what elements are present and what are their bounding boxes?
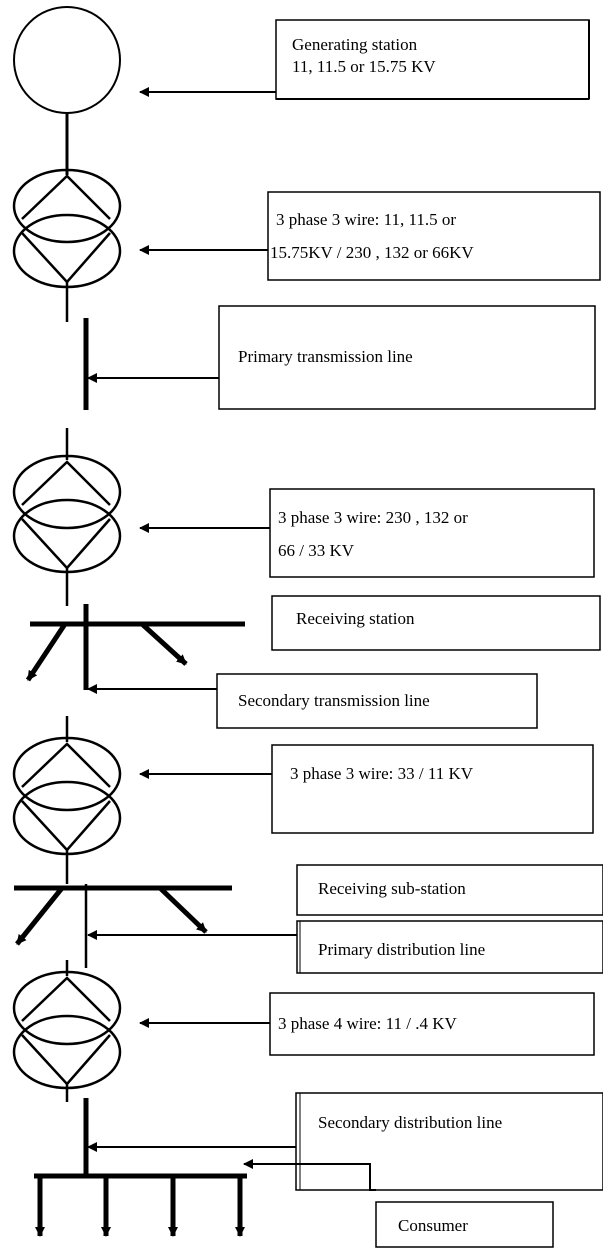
transformer-2-line-1: 3 phase 3 wire: 230 , 132 or (278, 508, 468, 527)
transformer-4-box: 3 phase 4 wire: 11 / .4 KV (269, 992, 595, 1056)
transformer-4-label: 3 phase 4 wire: 11 / .4 KV (278, 1014, 458, 1033)
receiving-substation-box: Receiving sub-station (296, 864, 603, 916)
step-up-transformer-line-1: 3 phase 3 wire: 11, 11.5 or (276, 210, 456, 229)
step-up-transformer-line-2: 15.75KV / 230 , 132 or 66KV (270, 243, 474, 262)
receiving-substation-bus (14, 884, 232, 968)
primary-transmission-box: Primary transmission line (218, 305, 596, 410)
transformer-3-symbol (12, 716, 122, 884)
transformer-2-symbol (12, 428, 122, 606)
consumer-box: Consumer (375, 1201, 554, 1248)
primary-distribution-label: Primary distribution line (318, 940, 485, 959)
step-up-transformer-box: 3 phase 3 wire: 11, 11.5 or 15.75KV / 23… (267, 191, 601, 281)
generating-station-line-2: 11, 11.5 or 15.75 KV (292, 57, 436, 76)
secondary-transmission-label: Secondary transmission line (238, 691, 430, 710)
transformer-4-symbol (12, 960, 122, 1102)
consumer-bus (34, 1173, 247, 1237)
receiving-substation-label: Receiving sub-station (318, 879, 466, 898)
generating-station-line-1: Generating station (292, 35, 418, 54)
secondary-transmission-box: Secondary transmission line (216, 673, 538, 729)
transformer-2-box: 3 phase 3 wire: 230 , 132 or 66 / 33 KV (269, 488, 595, 578)
transformer-1-symbol (12, 168, 122, 322)
transformer-3-label: 3 phase 3 wire: 33 / 11 KV (290, 764, 474, 783)
receiving-station-label: Receiving station (296, 609, 415, 628)
transformer-3-box: 3 phase 3 wire: 33 / 11 KV (271, 744, 594, 834)
receiving-station-bus (25, 604, 245, 690)
primary-distribution-box: Primary distribution line (296, 920, 603, 974)
arrow-consumer (243, 1159, 376, 1191)
consumer-label: Consumer (398, 1216, 468, 1235)
generating-station-box: Generating station 11, 11.5 or 15.75 KV (275, 19, 590, 100)
generator-symbol (13, 6, 121, 175)
secondary-distribution-box: Secondary distribution line (295, 1092, 603, 1191)
receiving-station-box: Receiving station (271, 595, 601, 651)
transformer-2-line-2: 66 / 33 KV (278, 541, 355, 560)
secondary-distribution-label: Secondary distribution line (318, 1113, 502, 1132)
primary-transmission-label: Primary transmission line (238, 347, 413, 366)
